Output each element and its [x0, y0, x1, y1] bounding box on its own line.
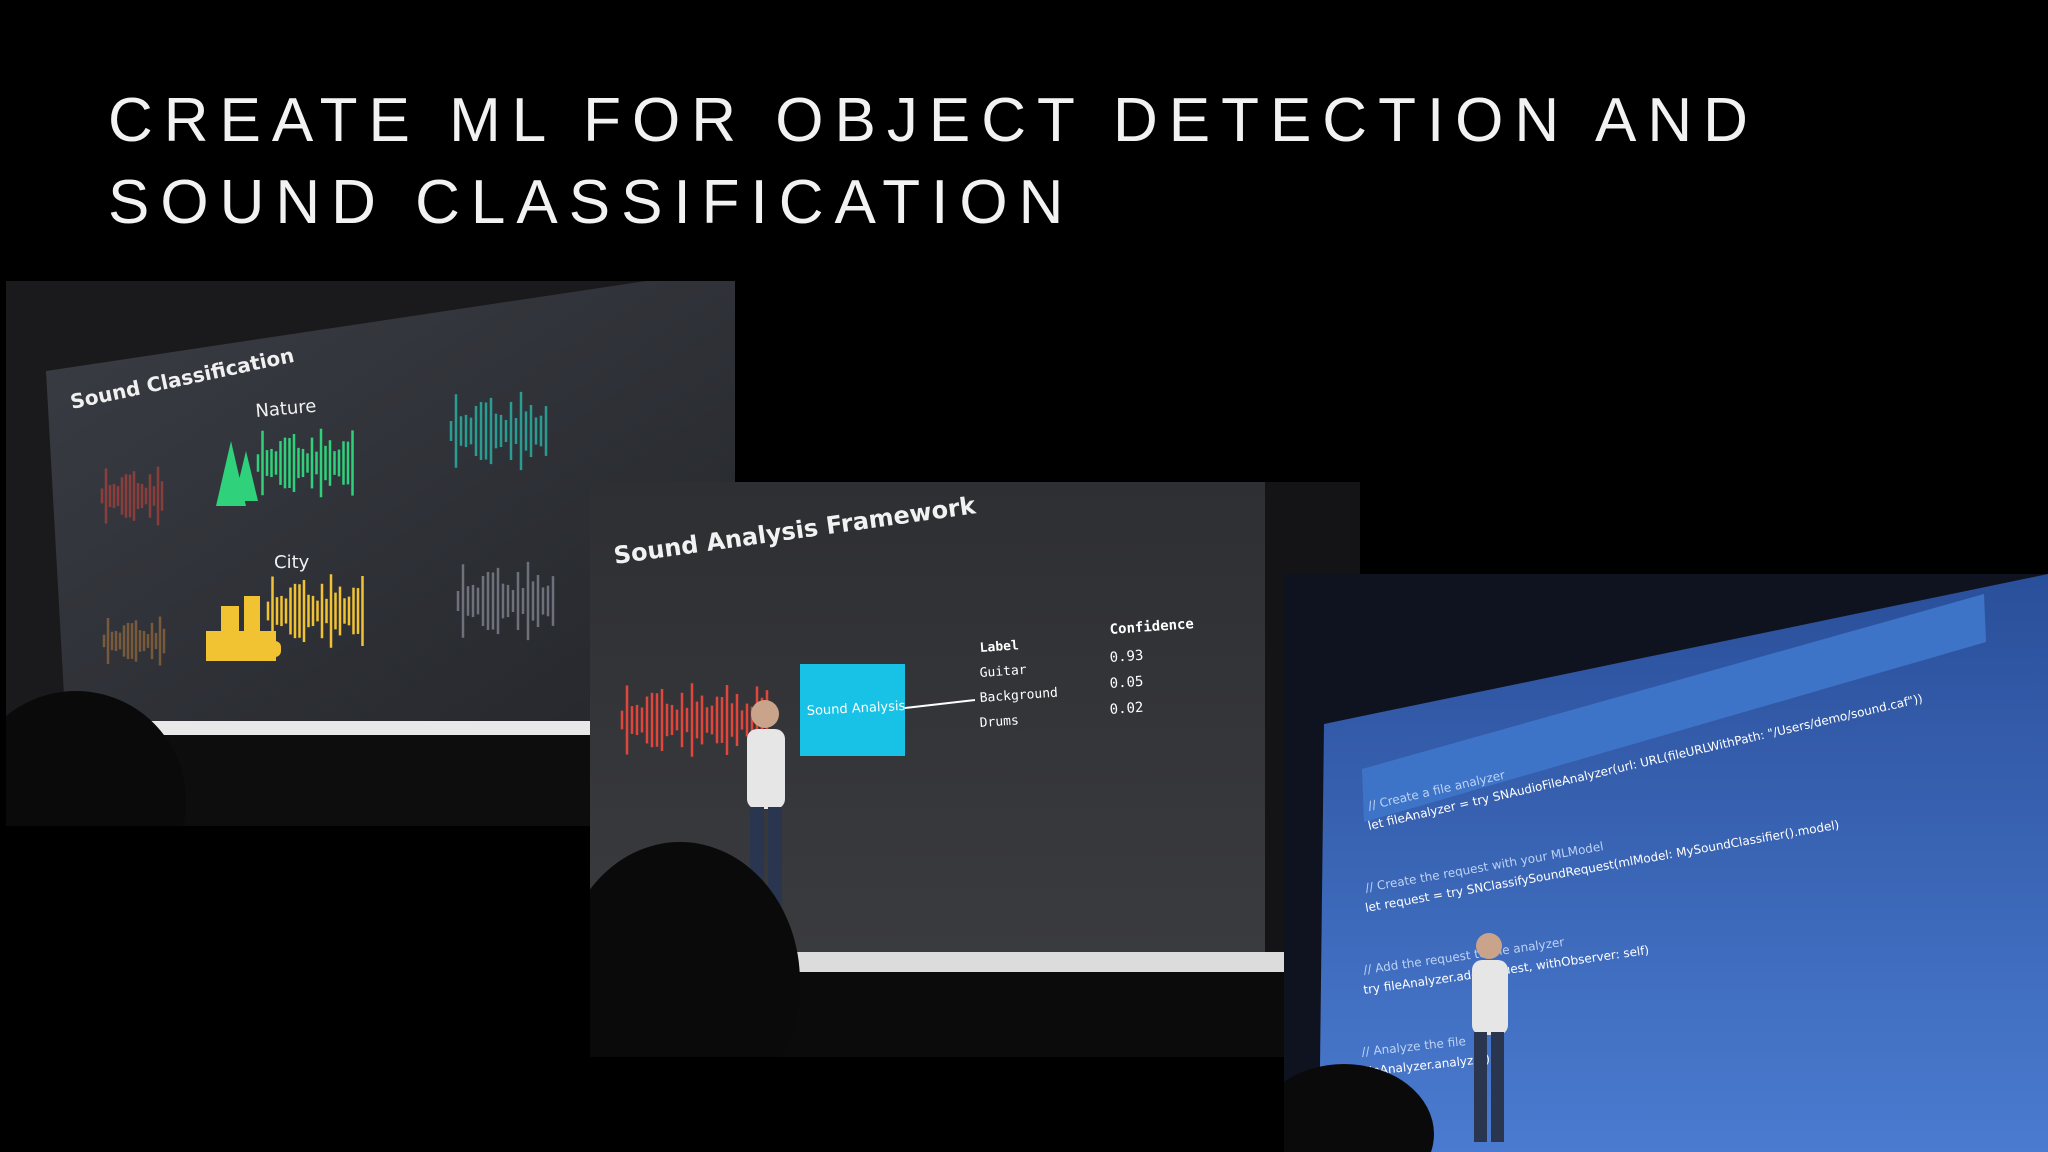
tree-icon — [216, 441, 258, 506]
arrow-icon — [904, 699, 976, 709]
audience-head — [590, 842, 800, 1057]
presenter — [1472, 933, 1508, 1142]
nature-waveform — [256, 428, 354, 498]
photo-sound-classification: Sound Classification Nature City — [6, 281, 735, 826]
sound-analysis-box-label: Sound Analysis — [806, 699, 906, 719]
teal-waveform — [449, 391, 548, 471]
table-row-label: Background — [979, 686, 1058, 706]
label-header: Label — [979, 638, 1019, 656]
dim-red-waveform — [100, 466, 164, 526]
photo-sound-analysis-framework: Sound Analysis Framework Sound Analysis … — [590, 482, 1360, 1057]
table-row-label: Guitar — [979, 663, 1027, 681]
city-waveform — [266, 574, 364, 648]
dim-orange-waveform — [102, 616, 166, 666]
stage-edge — [6, 721, 735, 735]
table-row-confidence: 0.93 — [1109, 648, 1144, 666]
city-label: City — [274, 552, 310, 573]
audience-head — [1284, 1064, 1434, 1152]
slide-title: CREATE ML FOR OBJECT DETECTION AND SOUND… — [108, 86, 1759, 237]
table-row-confidence: 0.05 — [1109, 674, 1144, 692]
presenter — [747, 700, 785, 922]
photo-3-scene: // Create a file analyzer let fileAnalyz… — [1284, 574, 2048, 1152]
gray-waveform — [456, 561, 555, 641]
sound-analysis-box — [800, 664, 905, 756]
confidence-header: Confidence — [1109, 616, 1194, 638]
audience-head — [6, 691, 186, 826]
photo-code-slide: // Create a file analyzer let fileAnalyz… — [1284, 574, 2048, 1152]
city-icon — [206, 596, 281, 661]
table-row-label: Drums — [979, 713, 1019, 731]
projection-screen — [46, 281, 735, 731]
photo-2-scene: Sound Analysis Framework Sound Analysis … — [590, 482, 1360, 1057]
photo-1-scene: Sound Classification Nature City — [6, 281, 735, 826]
code-highlight — [1362, 594, 1986, 822]
confidence-table: Guitar 0.93 Background 0.05 Drums 0.02 — [979, 648, 1144, 731]
table-row-confidence: 0.02 — [1109, 700, 1144, 718]
